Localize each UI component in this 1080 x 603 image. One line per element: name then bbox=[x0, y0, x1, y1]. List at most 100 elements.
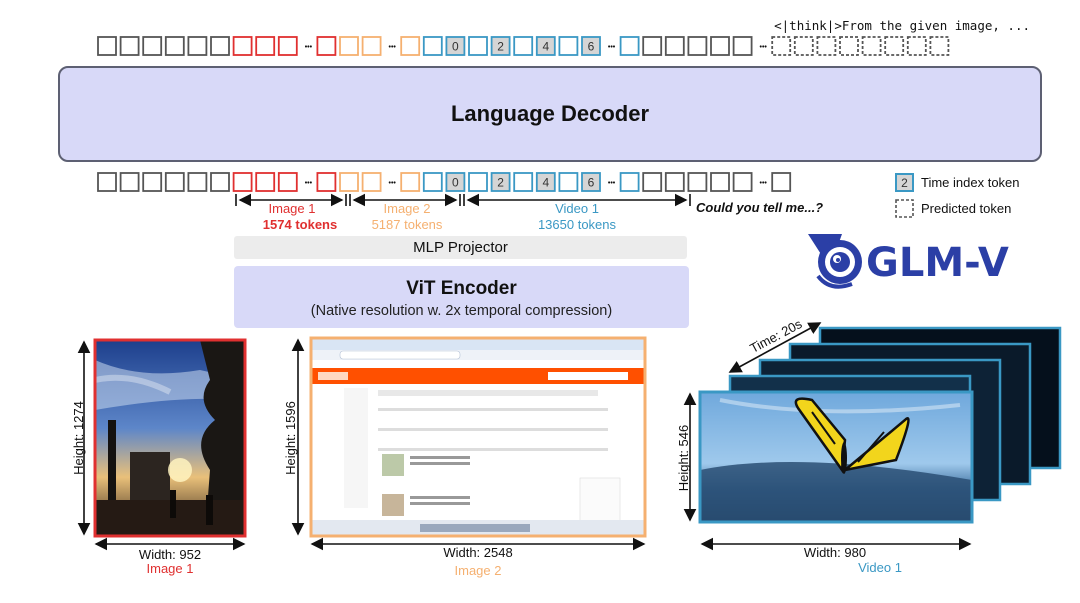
predicted-token bbox=[816, 36, 837, 56]
token bbox=[142, 172, 163, 192]
token bbox=[422, 172, 443, 192]
image1-caption: Image 1 bbox=[147, 561, 194, 576]
ellipsis: ••• bbox=[760, 44, 768, 51]
token bbox=[316, 36, 337, 56]
video1-token-count: 13650 tokens bbox=[538, 217, 617, 232]
image2-panel: Height: 1596 bbox=[283, 336, 647, 551]
legend: 2 Time index token Predicted token bbox=[895, 173, 1020, 218]
ellipsis: ••• bbox=[305, 44, 313, 51]
glm-v-logo: GLM-V bbox=[808, 234, 1009, 289]
ellipsis: ••• bbox=[389, 44, 397, 51]
token bbox=[664, 172, 685, 192]
token bbox=[255, 36, 276, 56]
image1-thumbnail bbox=[93, 338, 247, 538]
time-index-token bbox=[445, 36, 466, 56]
time-index-value: 4 bbox=[542, 176, 549, 190]
legend-time-index-label: Time index token bbox=[921, 175, 1020, 190]
token bbox=[642, 172, 663, 192]
token bbox=[119, 36, 140, 56]
segment-brackets bbox=[235, 193, 691, 207]
token bbox=[400, 36, 421, 56]
token bbox=[558, 172, 579, 192]
output-text: <|think|>From the given image, ... bbox=[774, 18, 1030, 33]
token bbox=[97, 36, 117, 56]
token bbox=[400, 172, 421, 192]
time-index-token bbox=[535, 172, 556, 192]
image1-token-count: 1574 tokens bbox=[263, 217, 337, 232]
language-decoder-block: Language Decoder bbox=[58, 66, 1042, 162]
video1-panel: Time: 20s Height: 546 bbox=[676, 316, 1062, 551]
ellipsis: ••• bbox=[305, 180, 313, 187]
time-index-token bbox=[581, 36, 601, 56]
token bbox=[164, 172, 185, 192]
token bbox=[316, 172, 337, 192]
image2-caption: Image 2 bbox=[455, 563, 502, 578]
predicted-token bbox=[906, 36, 927, 56]
predicted-token bbox=[771, 36, 792, 56]
predicted-token bbox=[839, 36, 859, 56]
token bbox=[210, 36, 230, 56]
token bbox=[468, 172, 488, 192]
token bbox=[119, 172, 140, 192]
token bbox=[97, 172, 117, 192]
video1-width-label: Width: 980 bbox=[804, 545, 866, 560]
token bbox=[255, 172, 276, 192]
token bbox=[210, 172, 230, 192]
video1-segment-label: Video 1 bbox=[555, 201, 599, 216]
language-decoder-label: Language Decoder bbox=[450, 101, 650, 126]
token bbox=[513, 36, 534, 56]
predicted-token bbox=[929, 36, 950, 56]
token bbox=[642, 36, 663, 56]
ellipsis: ••• bbox=[760, 180, 768, 187]
token bbox=[687, 172, 708, 192]
video1-height-label: Height: 546 bbox=[676, 425, 691, 492]
token bbox=[732, 172, 753, 192]
prompt-text: Could you tell me...? bbox=[696, 200, 823, 215]
ellipsis: ••• bbox=[608, 44, 616, 51]
token bbox=[361, 36, 382, 56]
token bbox=[277, 36, 298, 56]
token bbox=[232, 172, 253, 192]
output-token-row: ••• ••• 0 2 4 6 ••• ••• bbox=[97, 36, 950, 56]
token bbox=[187, 36, 208, 56]
token bbox=[468, 36, 488, 56]
image2-height-label: Height: 1596 bbox=[283, 401, 298, 475]
token bbox=[361, 172, 382, 192]
token bbox=[687, 36, 708, 56]
time-index-token bbox=[490, 172, 511, 192]
image2-width-label: Width: 2548 bbox=[443, 545, 512, 560]
token bbox=[710, 36, 730, 56]
token bbox=[339, 36, 359, 56]
image2-segment-label: Image 2 bbox=[384, 201, 431, 216]
predicted-token bbox=[861, 36, 882, 56]
time-index-value: 2 bbox=[497, 40, 504, 54]
glm-v-logo-text: GLM-V bbox=[866, 240, 1009, 286]
token bbox=[422, 36, 443, 56]
token bbox=[232, 36, 253, 56]
video1-caption: Video 1 bbox=[858, 560, 902, 575]
time-index-value: 4 bbox=[542, 40, 549, 54]
vit-encoder-title: ViT Encoder bbox=[406, 278, 517, 299]
butterfly-icon bbox=[794, 397, 910, 474]
time-index-value: 0 bbox=[452, 40, 459, 54]
video1-frames bbox=[698, 326, 1062, 524]
token bbox=[164, 36, 185, 56]
image1-segment-label: Image 1 bbox=[269, 201, 316, 216]
token bbox=[277, 172, 298, 192]
time-index-value: 2 bbox=[497, 176, 504, 190]
image2-token-count: 5187 tokens bbox=[372, 217, 443, 232]
time-index-value: 0 bbox=[452, 176, 459, 190]
token bbox=[771, 172, 792, 192]
time-index-token bbox=[445, 172, 466, 192]
time-index-value: 6 bbox=[588, 40, 595, 54]
token bbox=[710, 172, 730, 192]
token bbox=[142, 36, 163, 56]
time-index-token bbox=[490, 36, 511, 56]
predicted-token bbox=[793, 36, 814, 56]
token bbox=[664, 36, 685, 56]
legend-predicted-label: Predicted token bbox=[921, 201, 1011, 216]
legend-time-index-glyph: 2 bbox=[901, 176, 908, 190]
chameleon-icon bbox=[808, 234, 862, 289]
